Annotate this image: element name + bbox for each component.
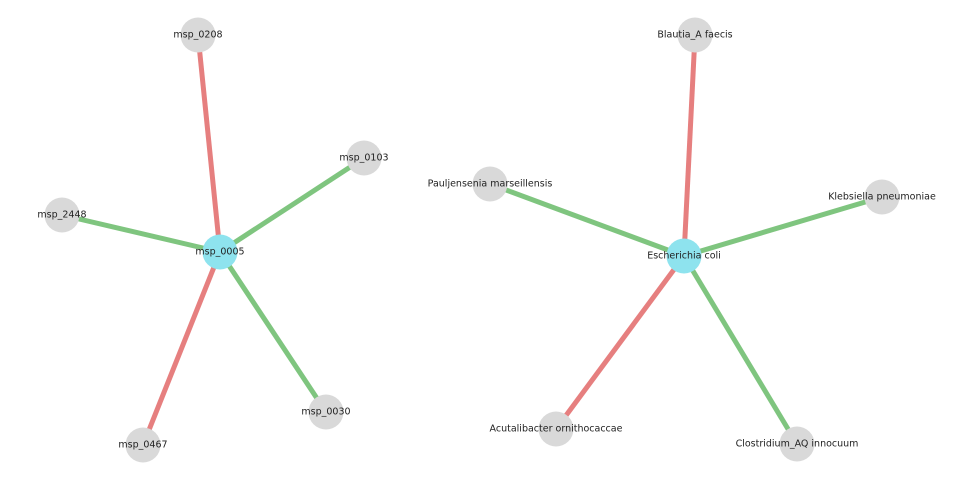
node-label: Acutalibacter ornithocaccae	[490, 424, 623, 435]
edge-positive	[681, 254, 800, 446]
edge-negative	[195, 34, 223, 253]
node-label: msp_0103	[339, 153, 388, 164]
hub-node-circle	[202, 234, 238, 270]
hub-node-label: Escherichia coli	[647, 251, 721, 262]
node[interactable]: Acutalibacter ornithocaccae	[490, 411, 623, 447]
edge-positive	[683, 194, 883, 259]
node-circle	[125, 427, 161, 463]
node[interactable]: msp_0467	[118, 427, 168, 463]
node-label: Blautia_A faecis	[657, 30, 732, 41]
node-label: Klebsiella pneumoniae	[828, 192, 936, 203]
node-label: msp_2448	[37, 210, 86, 221]
edge-negative	[681, 34, 698, 257]
node-label: Clostridium_AQ innocuum	[736, 439, 859, 450]
hub-node[interactable]: msp_0005	[195, 234, 245, 270]
node-circle	[472, 166, 508, 202]
node[interactable]: Pauljensenia marseillensis	[428, 166, 553, 202]
node[interactable]: msp_2448	[37, 197, 87, 233]
node[interactable]: msp_0030	[301, 394, 351, 430]
node-circle	[180, 17, 216, 53]
node-circle	[44, 197, 80, 233]
node-label: msp_0208	[173, 30, 222, 41]
node-circle	[346, 140, 382, 176]
node[interactable]: Klebsiella pneumoniae	[828, 179, 936, 215]
node[interactable]: Clostridium_AQ innocuum	[736, 426, 859, 462]
node-label: msp_0467	[118, 440, 167, 451]
edge-positive	[489, 181, 685, 259]
edge-negative	[140, 251, 223, 446]
edge-negative	[553, 254, 687, 431]
hub-node[interactable]: Escherichia coli	[647, 238, 721, 274]
nodes-layer: msp_0208 msp_0103 msp_2448 msp_0030 msp_0467…	[37, 17, 936, 463]
node-circle	[864, 179, 900, 215]
node-circle	[779, 426, 815, 462]
node[interactable]: Blautia_A faecis	[657, 17, 733, 53]
edges-layer	[61, 34, 883, 446]
node-label: Pauljensenia marseillensis	[428, 179, 553, 190]
edge-positive	[61, 212, 221, 255]
node-circle	[677, 17, 713, 53]
node[interactable]: msp_0208	[173, 17, 223, 53]
edge-positive	[218, 155, 366, 255]
hub-node-circle	[666, 238, 702, 274]
hub-node-label: msp_0005	[195, 247, 244, 258]
node-circle	[308, 394, 344, 430]
node-circle	[538, 411, 574, 447]
edge-positive	[217, 250, 329, 414]
node[interactable]: msp_0103	[339, 140, 389, 176]
node-label: msp_0030	[301, 407, 350, 418]
